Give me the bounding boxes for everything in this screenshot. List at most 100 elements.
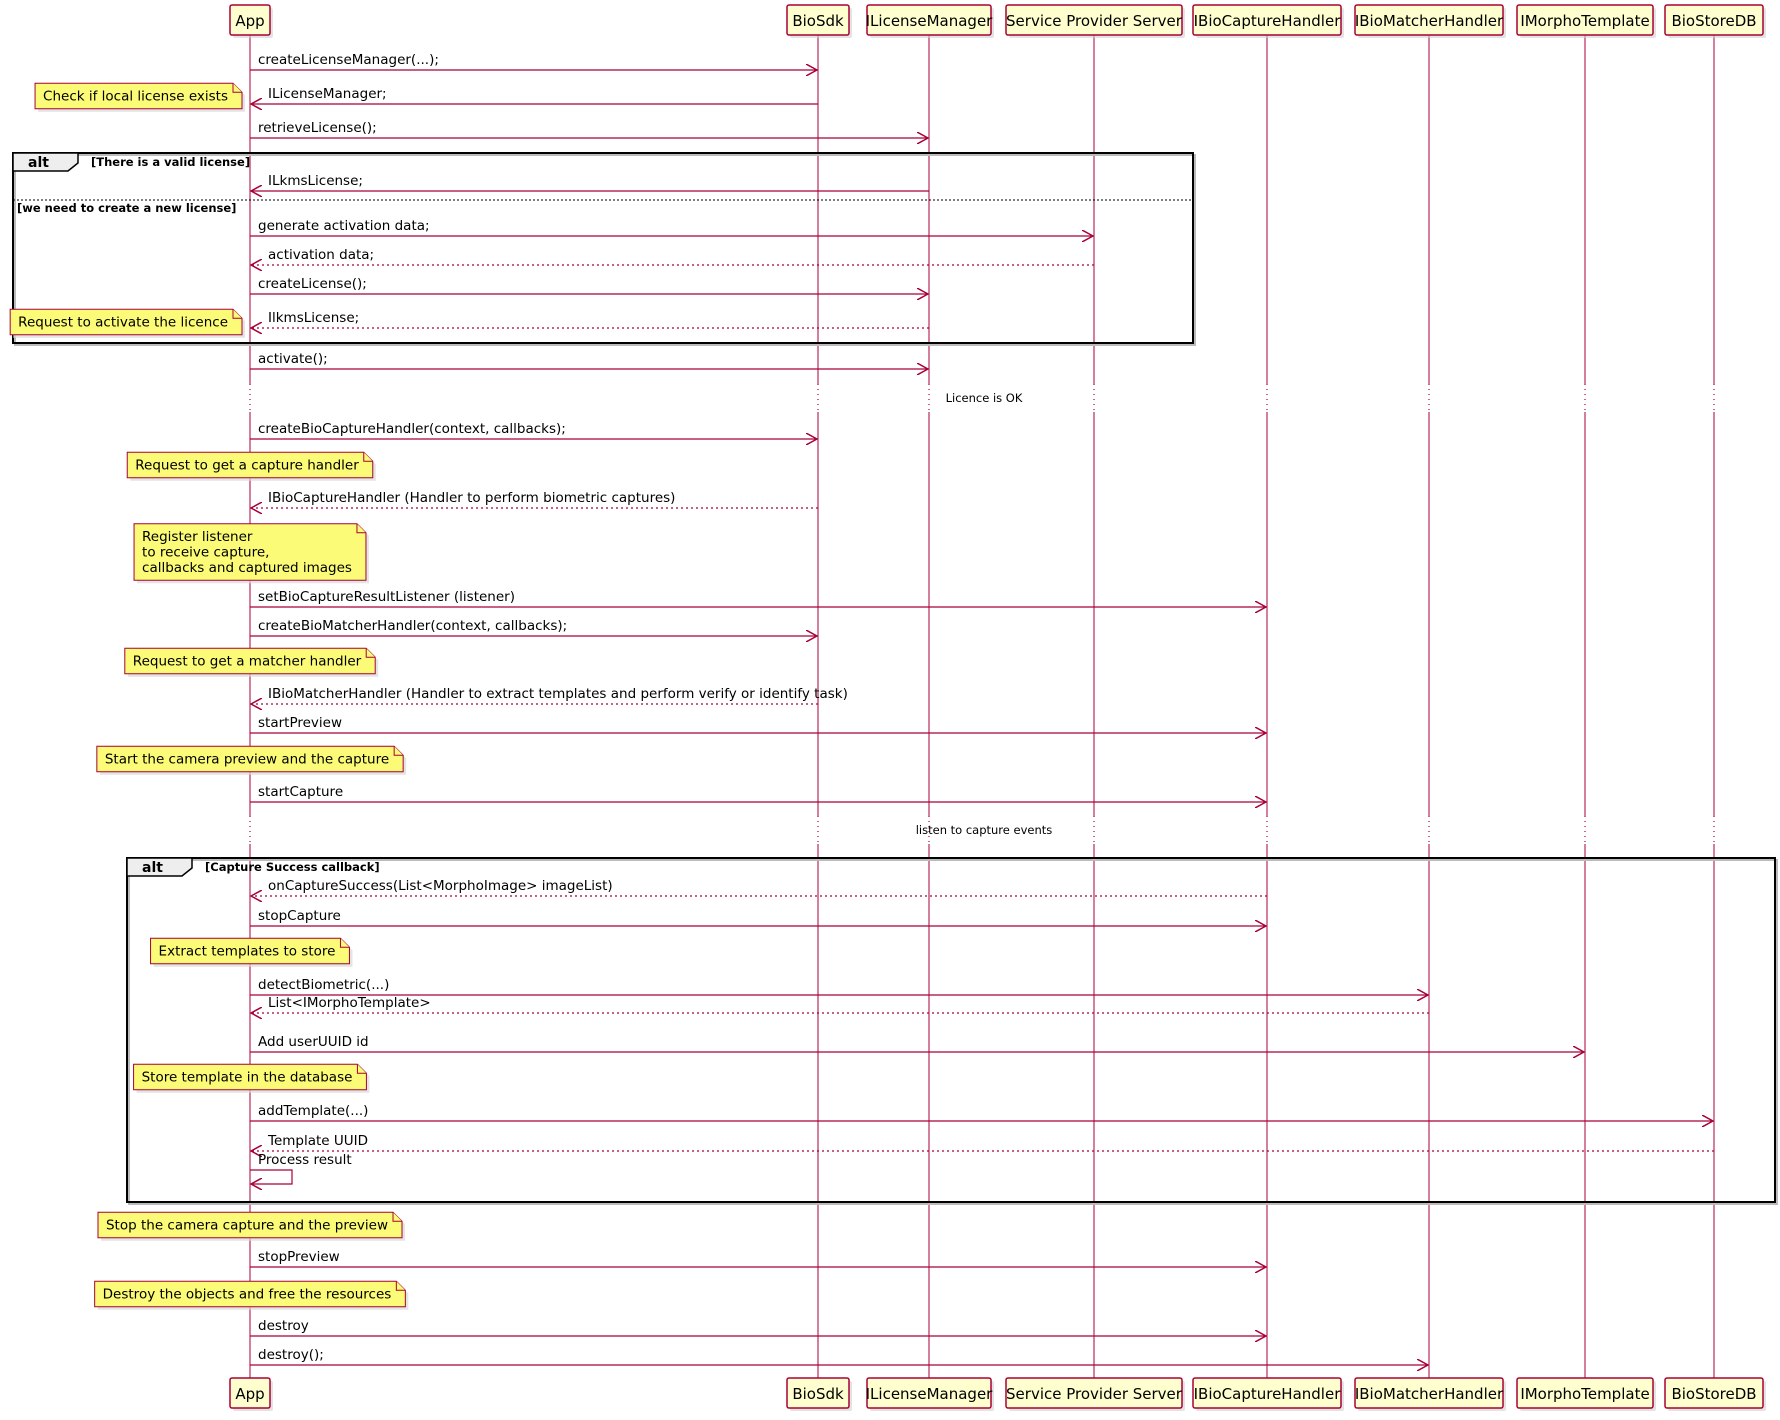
message-label: setBioCaptureResultListener (listener)	[258, 589, 515, 605]
message-app-to-bsdb[interactable]: addTemplate(...)	[250, 1103, 1713, 1121]
delay-label: Licence is OK	[946, 391, 1023, 405]
note: Request to activate the licence	[9, 308, 245, 338]
participant-ilm-top[interactable]: ILicenseManager	[866, 4, 994, 38]
message-app-to-biosdk[interactable]: createBioCaptureHandler(context, callbac…	[250, 421, 817, 439]
message-label: onCaptureSuccess(List<MorphoImage> image…	[268, 878, 613, 894]
participant-app-top[interactable]: App	[229, 4, 273, 38]
message-app-to-ibch[interactable]: stopCapture	[250, 908, 1266, 926]
message-ibmh-to-app[interactable]: List<IMorphoTemplate>	[251, 995, 1429, 1013]
participant-ibch-bottom[interactable]: IBioCaptureHandler	[1192, 1377, 1344, 1411]
participant-label: BioStoreDB	[1671, 1385, 1756, 1403]
message-sps-to-app[interactable]: activation data;	[251, 247, 1094, 265]
participant-ibch-top[interactable]: IBioCaptureHandler	[1192, 4, 1344, 38]
note-text: callbacks and captured images	[142, 560, 352, 576]
participant-ibmh-bottom[interactable]: IBioMatcherHandler	[1354, 1377, 1506, 1411]
participant-label: BioStoreDB	[1671, 12, 1756, 30]
participant-label: App	[235, 1385, 264, 1403]
alt-keyword: alt	[28, 155, 49, 171]
participant-label: IBioMatcherHandler	[1355, 1385, 1504, 1403]
message-biosdk-to-app[interactable]: IBioMatcherHandler (Handler to extract t…	[251, 686, 848, 704]
note-text: to receive capture,	[142, 544, 269, 560]
note: Store template in the database	[133, 1063, 370, 1093]
participant-bsdb-bottom[interactable]: BioStoreDB	[1664, 1377, 1766, 1411]
message-label: ILicenseManager;	[268, 86, 387, 102]
message-label: createLicense();	[258, 276, 367, 292]
note-text: Check if local license exists	[43, 88, 228, 104]
message-app-to-imt[interactable]: Add userUUID id	[250, 1034, 1584, 1052]
participant-label: IMorphoTemplate	[1520, 1385, 1649, 1403]
message-app-to-ibch[interactable]: destroy	[250, 1318, 1266, 1336]
message-app-to-ibch[interactable]: startCapture	[250, 784, 1266, 802]
participant-app-bottom[interactable]: App	[229, 1377, 273, 1411]
note-text: Request to get a matcher handler	[133, 653, 362, 669]
message-app-to-ilm[interactable]: activate();	[250, 351, 928, 369]
message-label: destroy	[258, 1318, 309, 1334]
message-label: Template UUID	[267, 1133, 368, 1149]
message-app-to-ibmh[interactable]: detectBiometric(...)	[250, 977, 1428, 995]
participant-biosdk-bottom[interactable]: BioSdk	[786, 1377, 852, 1411]
message-label: destroy();	[258, 1347, 324, 1363]
message-biosdk-to-app[interactable]: IBioCaptureHandler (Handler to perform b…	[251, 490, 818, 508]
participant-label: App	[235, 12, 264, 30]
message-label: ILkmsLicense;	[268, 173, 363, 189]
message-label: addTemplate(...)	[258, 1103, 368, 1119]
message-app-to-ibmh[interactable]: destroy();	[250, 1347, 1428, 1365]
participant-ibmh-top[interactable]: IBioMatcherHandler	[1354, 4, 1506, 38]
note-text: Register listener	[142, 529, 253, 545]
message-label: IlkmsLicense;	[268, 310, 359, 326]
message-app-to-ibch[interactable]: startPreview	[250, 715, 1266, 733]
message-label: createBioMatcherHandler(context, callbac…	[258, 618, 567, 634]
note-text: Destroy the objects and free the resourc…	[103, 1286, 392, 1302]
note: Request to get a capture handler	[126, 451, 376, 481]
message-label: IBioCaptureHandler (Handler to perform b…	[268, 490, 675, 506]
message-ilm-to-app[interactable]: ILkmsLicense;	[251, 173, 929, 191]
message-ilm-to-app[interactable]: IlkmsLicense;	[251, 310, 929, 328]
message-ibch-to-app[interactable]: onCaptureSuccess(List<MorphoImage> image…	[251, 878, 1267, 896]
alt-condition: [Capture Success callback]	[205, 860, 380, 874]
message-bsdb-to-app[interactable]: Template UUID	[251, 1133, 1714, 1151]
note-text: Store template in the database	[142, 1069, 353, 1085]
message-label: createBioCaptureHandler(context, callbac…	[258, 421, 566, 437]
participant-bsdb-top[interactable]: BioStoreDB	[1664, 4, 1766, 38]
note-text: Start the camera preview and the capture	[105, 751, 389, 767]
participant-label: Service Provider Server	[1006, 12, 1183, 30]
note: Start the camera preview and the capture	[96, 745, 407, 775]
message-app-to-ilm[interactable]: retrieveLicense();	[250, 120, 928, 138]
participant-label: IBioMatcherHandler	[1355, 12, 1504, 30]
note-text: Extract templates to store	[159, 943, 336, 959]
message-label: startPreview	[258, 715, 342, 731]
participant-sps-bottom[interactable]: Service Provider Server	[1005, 1377, 1185, 1411]
message-label: Process result	[258, 1152, 352, 1168]
message-label: retrieveLicense();	[258, 120, 377, 136]
message-app-to-ibch[interactable]: setBioCaptureResultListener (listener)	[250, 589, 1266, 607]
participant-biosdk-top[interactable]: BioSdk	[786, 4, 852, 38]
participant-label: IMorphoTemplate	[1520, 12, 1649, 30]
self-message[interactable]: Process result	[250, 1152, 352, 1184]
participant-label: IBioCaptureHandler	[1194, 1385, 1342, 1403]
note: Extract templates to store	[150, 937, 353, 967]
message-biosdk-to-app[interactable]: ILicenseManager;	[251, 86, 818, 104]
note: Destroy the objects and free the resourc…	[94, 1280, 409, 1310]
message-app-to-biosdk[interactable]: createBioMatcherHandler(context, callbac…	[250, 618, 817, 636]
message-label: stopCapture	[258, 908, 341, 924]
alt-else-condition: [we need to create a new license]	[17, 201, 236, 215]
participant-label: ILicenseManager	[866, 12, 994, 30]
participant-ilm-bottom[interactable]: ILicenseManager	[866, 1377, 994, 1411]
message-app-to-ibch[interactable]: stopPreview	[250, 1249, 1266, 1267]
message-label: createLicenseManager(...);	[258, 52, 439, 68]
message-app-to-ilm[interactable]: createLicense();	[250, 276, 928, 294]
note-text: Request to activate the licence	[18, 314, 228, 330]
participant-imt-top[interactable]: IMorphoTemplate	[1516, 4, 1656, 38]
participant-label: BioSdk	[792, 1385, 844, 1403]
message-app-to-biosdk[interactable]: createLicenseManager(...);	[250, 52, 817, 70]
message-label: generate activation data;	[258, 218, 430, 234]
note: Request to get a matcher handler	[124, 647, 379, 677]
note-text: Request to get a capture handler	[135, 457, 359, 473]
message-label: startCapture	[258, 784, 343, 800]
message-app-to-sps[interactable]: generate activation data;	[250, 218, 1093, 236]
message-label: detectBiometric(...)	[258, 977, 389, 993]
message-label: List<IMorphoTemplate>	[268, 995, 431, 1011]
participant-sps-top[interactable]: Service Provider Server	[1005, 4, 1185, 38]
participant-imt-bottom[interactable]: IMorphoTemplate	[1516, 1377, 1656, 1411]
